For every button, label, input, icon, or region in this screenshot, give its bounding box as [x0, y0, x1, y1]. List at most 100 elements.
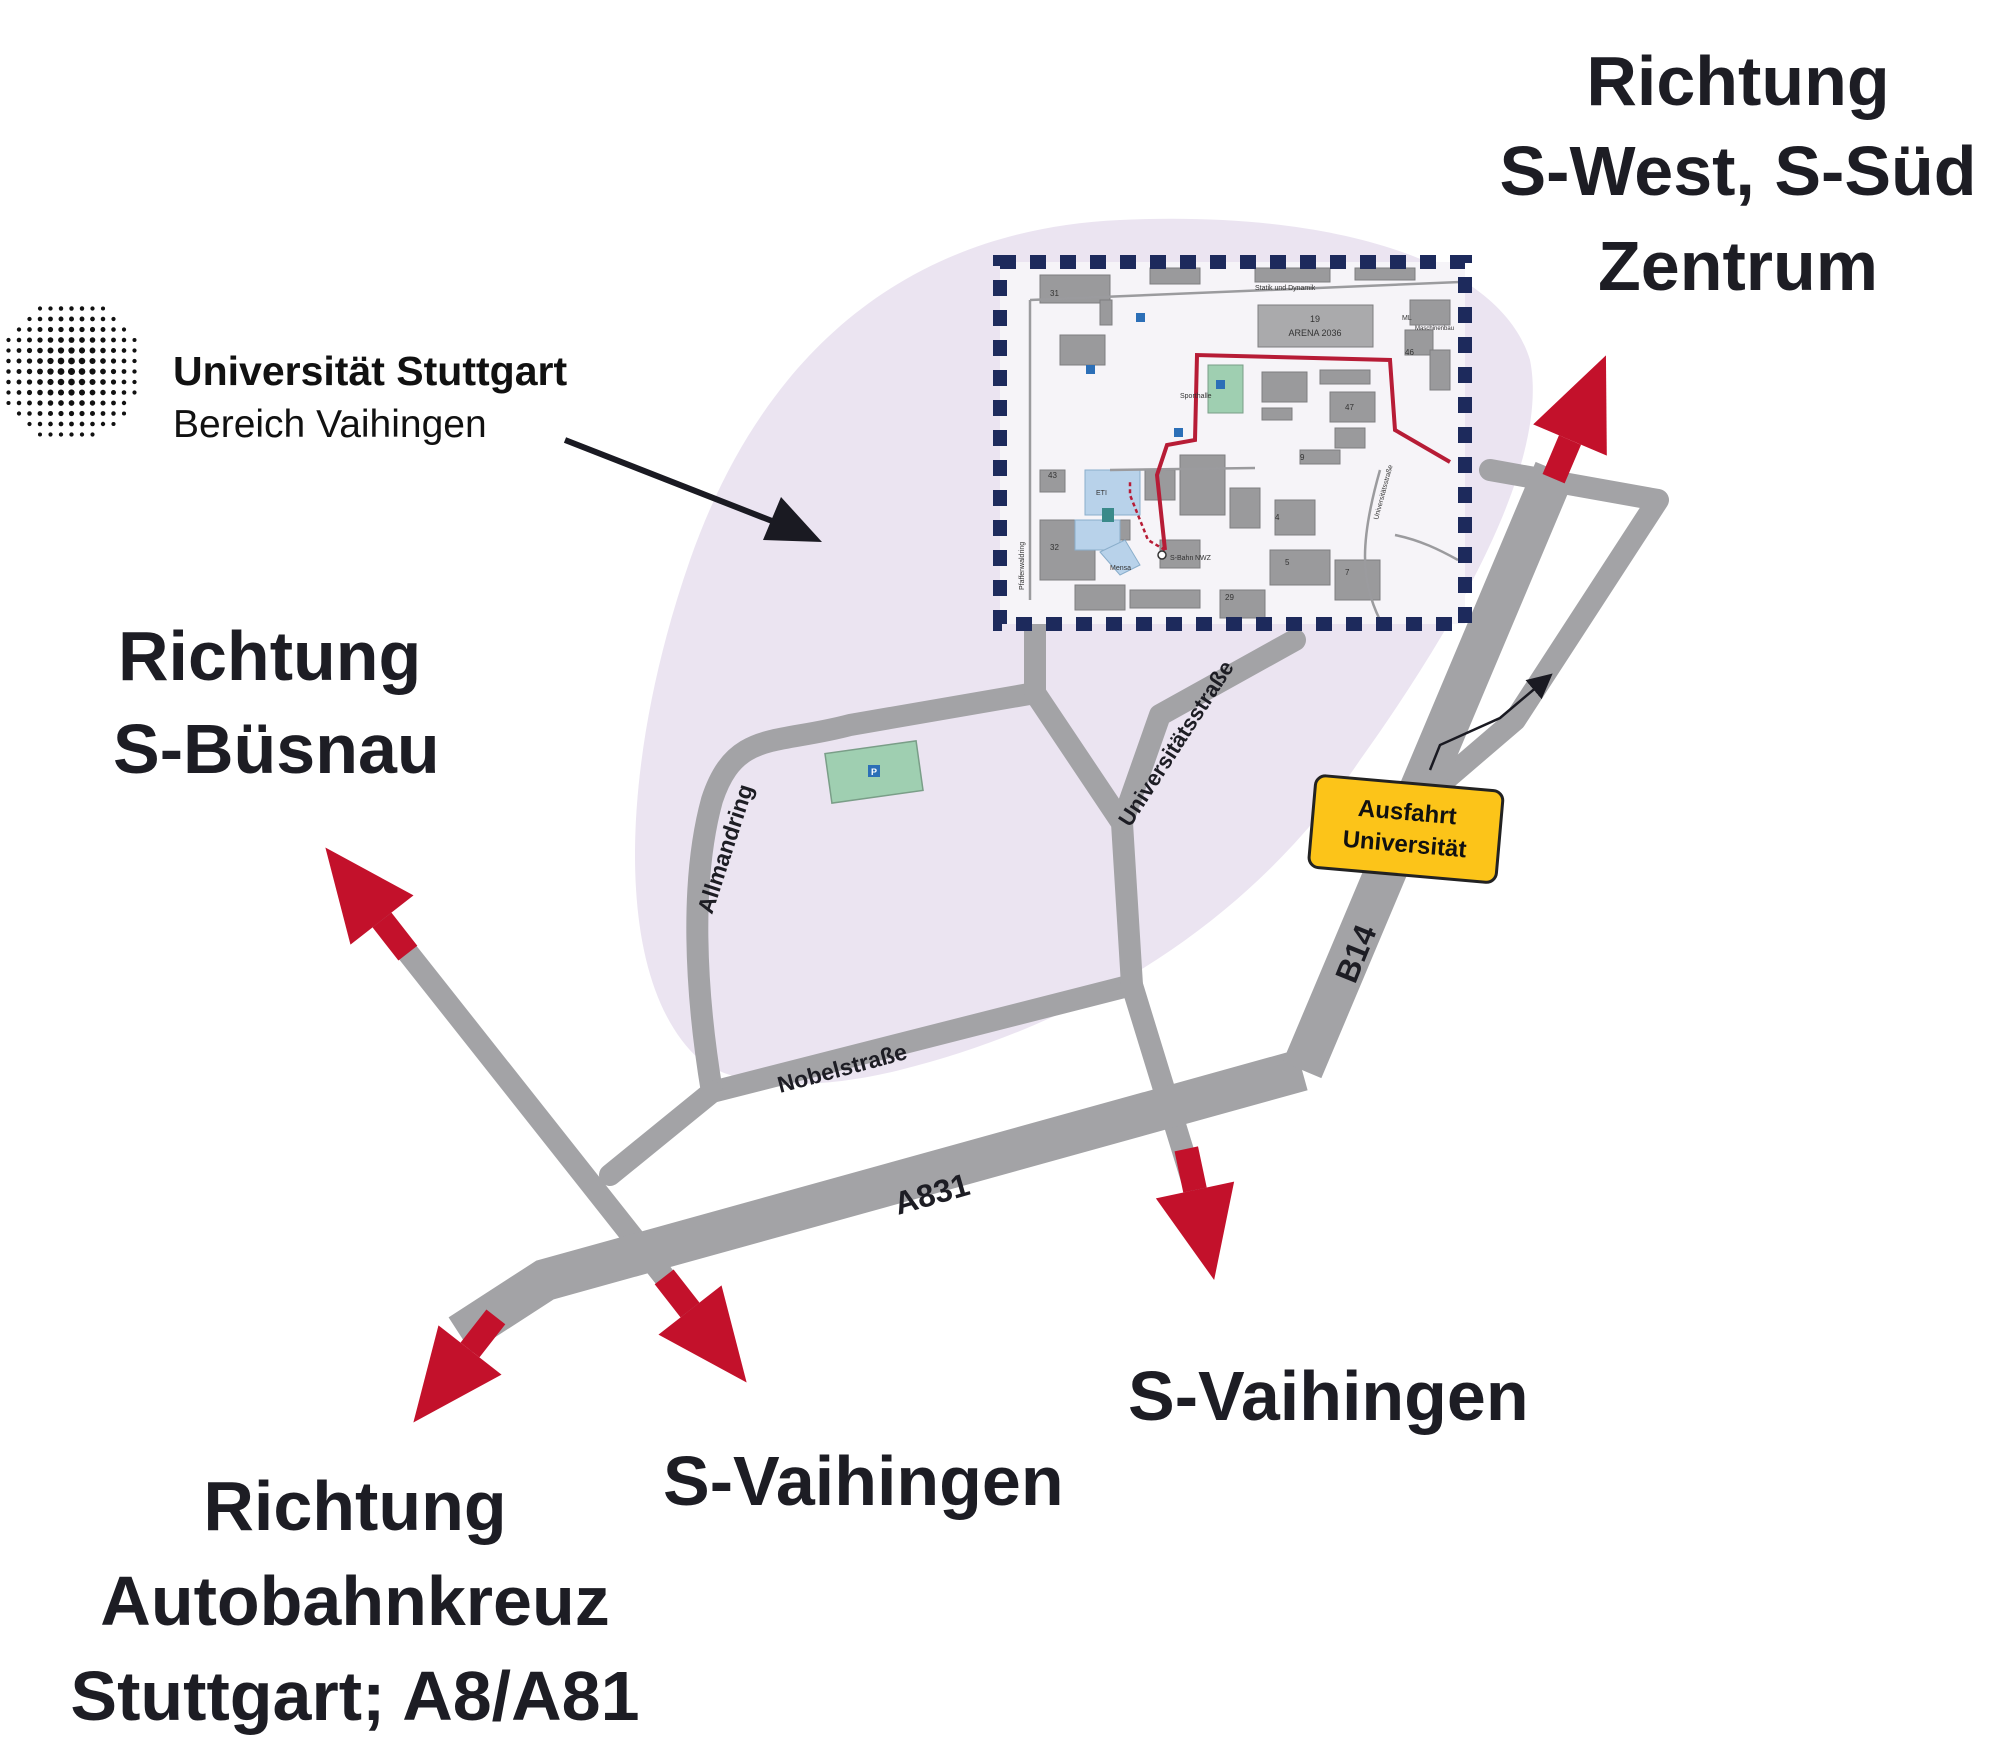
logo-dot: [132, 369, 137, 374]
logo-dot: [100, 379, 106, 385]
logo-dot: [58, 337, 64, 343]
logo-dot: [37, 400, 43, 406]
label-9: 9: [1300, 453, 1305, 462]
logo-dot: [68, 400, 75, 406]
arrow-to-vaihingen-right: [1155, 1146, 1235, 1280]
logo-dot: [100, 389, 106, 396]
logo-dot: [68, 357, 75, 365]
parking-icon: [1216, 380, 1225, 389]
road-unistr-upper: [1111, 629, 1306, 834]
logo-dot: [26, 368, 33, 375]
logo-dot: [90, 316, 95, 322]
logo-dot: [37, 316, 43, 322]
logo-dot: [47, 389, 54, 396]
logo-dot: [16, 411, 22, 416]
logo-dot: [27, 337, 32, 343]
logo-dot: [89, 347, 96, 354]
direction-left-line2: S-Büsnau: [113, 710, 440, 788]
label-sporthalle: Sporthalle: [1180, 393, 1212, 400]
label-5: 5: [1285, 558, 1290, 567]
logo-dot: [6, 369, 11, 374]
direction-top-right-line3: Zentrum: [1598, 227, 1878, 305]
road-b14: [1282, 461, 1575, 1079]
logo-dot: [121, 369, 127, 374]
logo-dot: [6, 379, 11, 385]
logo-dot: [79, 432, 85, 437]
logo-dot: [47, 368, 54, 375]
logo-dot: [89, 410, 96, 417]
label-29: 29: [1225, 593, 1234, 602]
logo-dot: [57, 368, 65, 375]
university-name: Universität Stuttgart: [173, 348, 567, 394]
logo-dot: [58, 326, 64, 333]
logo-dot: [26, 347, 33, 354]
arena-2036-building: [1257, 304, 1374, 348]
label-47: 47: [1345, 403, 1354, 412]
arrow-to-zentrum: [1533, 355, 1607, 484]
logo-dot: [100, 421, 106, 427]
logo-dot: [121, 327, 127, 332]
logo-dot: [100, 411, 106, 416]
logo-dot: [16, 390, 22, 395]
logo-dot: [121, 411, 127, 416]
direction-arrows: [325, 355, 1607, 1423]
logo-dot: [37, 358, 43, 364]
logo-dot: [100, 400, 106, 406]
direction-bottom-right: S-Vaihingen: [1128, 1357, 1529, 1435]
logo-dot: [111, 316, 116, 322]
label-eti: ETI: [1096, 490, 1107, 497]
label-mensa: Mensa: [1110, 565, 1131, 572]
logo-dot: [58, 432, 64, 437]
logo-dot: [48, 432, 53, 437]
logo-dot: [48, 316, 53, 322]
direction-left-line1: Richtung: [118, 617, 421, 695]
logo-dot: [6, 400, 11, 406]
logo-dot: [6, 358, 11, 364]
logo-dot: [37, 432, 43, 437]
logo-dot: [26, 379, 33, 385]
direction-bottom-middle: S-Vaihingen: [663, 1442, 1064, 1520]
logo-dot: [100, 337, 106, 343]
logo-dot: [57, 347, 65, 354]
logo-dot: [37, 337, 43, 343]
logo-dot: [110, 358, 117, 364]
logo-dot: [16, 337, 22, 343]
logo-dot: [111, 400, 116, 406]
arrow-to-autobahnkreuz: [413, 1309, 506, 1423]
logo-dot: [27, 411, 32, 416]
logo-dot: [69, 421, 74, 427]
logo-dot: [58, 400, 64, 406]
logo-dot: [100, 327, 106, 332]
logo-dot: [68, 347, 75, 354]
logo-dot: [16, 379, 22, 385]
logo-dot: [132, 390, 137, 395]
logo-dot: [78, 389, 86, 396]
svg-text:P: P: [871, 767, 877, 777]
university-dot-logo-icon: [6, 306, 137, 437]
logo-dot: [16, 327, 22, 332]
logo-dot: [110, 379, 117, 385]
logo-dot: [69, 306, 74, 311]
logo-dot: [58, 421, 64, 427]
road-nobelstrasse: [701, 974, 1143, 1103]
label-46: 46: [1405, 348, 1414, 357]
logo-dot: [79, 400, 85, 406]
logo-dot: [27, 400, 32, 406]
direction-bottom-left-line1: Richtung: [203, 1467, 506, 1545]
logo-dot: [121, 348, 127, 353]
label-43: 43: [1048, 471, 1057, 480]
logo-dot: [132, 358, 137, 364]
logo-dot: [68, 337, 75, 343]
logo-dot: [48, 306, 53, 311]
label-ml: ML: [1402, 315, 1412, 322]
logo-dot: [6, 337, 11, 343]
logo-dot: [78, 357, 86, 365]
logo-dot: [47, 400, 54, 406]
arena-name: ARENA 2036: [1288, 328, 1341, 338]
logo-dot: [121, 390, 127, 395]
logo-dot: [68, 326, 75, 333]
logo-dot: [89, 326, 96, 333]
logo-dot: [37, 379, 43, 385]
logo-dot: [121, 337, 127, 343]
